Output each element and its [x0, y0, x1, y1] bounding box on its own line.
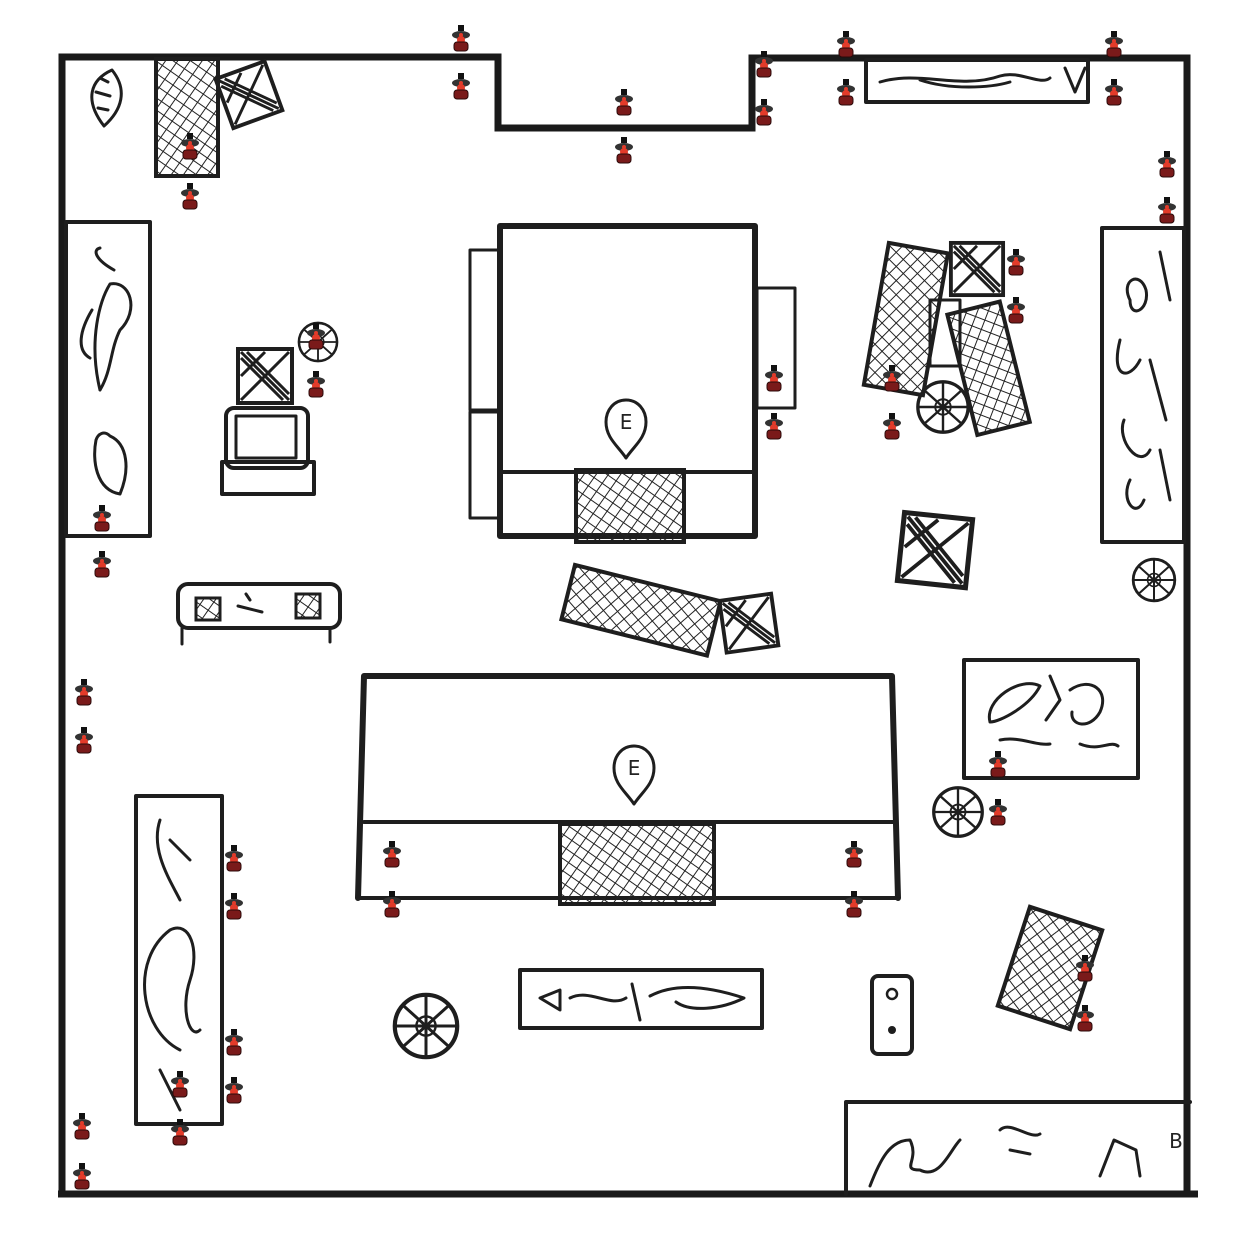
- leaf-decoration: [90, 68, 123, 128]
- lantern-icon: [988, 750, 1008, 778]
- outer-walls: [58, 53, 1198, 1198]
- long-table-top: [864, 58, 1090, 104]
- lantern-icon: [451, 24, 471, 52]
- table-right-mid: [962, 658, 1140, 780]
- lantern-icon: [836, 30, 856, 58]
- lantern-icon: [844, 840, 864, 868]
- center-pallet: [558, 562, 723, 658]
- lantern-icon: [882, 412, 902, 440]
- lantern-icon: [988, 798, 1008, 826]
- lantern-icon: [844, 890, 864, 918]
- lantern-icon: [180, 182, 200, 210]
- entrance-pin-upper[interactable]: E: [604, 398, 648, 460]
- crate-right-mid: [897, 513, 972, 588]
- lantern-icon: [764, 412, 784, 440]
- lantern-icon: [74, 726, 94, 754]
- center-crate: [717, 591, 781, 655]
- lantern-icon: [764, 364, 784, 392]
- lantern-icon: [72, 1162, 92, 1190]
- right-wall-counter: [1100, 226, 1186, 544]
- upper-building: [468, 223, 797, 544]
- barrel-lower-left: [395, 995, 457, 1057]
- crate-top-left: [213, 59, 285, 131]
- lantern-icon: [74, 678, 94, 706]
- lantern-icon: [1104, 78, 1124, 106]
- lantern-icon: [614, 136, 634, 164]
- lantern-icon: [224, 1028, 244, 1056]
- bench-left: [176, 582, 342, 646]
- entrance-pin-lower[interactable]: E: [612, 744, 656, 806]
- right-shelf-cluster: [861, 240, 1033, 438]
- lantern-icon: [170, 1070, 190, 1098]
- entrance-label-lower: E: [628, 756, 641, 780]
- lantern-icon: [224, 1076, 244, 1104]
- entrance-label-upper: E: [620, 410, 633, 434]
- lantern-icon: [306, 322, 326, 350]
- lantern-icon: [836, 78, 856, 106]
- lantern-icon: [72, 1112, 92, 1140]
- lantern-icon: [92, 504, 112, 532]
- lantern-icon: [382, 890, 402, 918]
- lantern-icon: [754, 98, 774, 126]
- crate-stack-left: [220, 349, 316, 496]
- area-letter: B: [1169, 1129, 1183, 1153]
- barrel-right-wall: [1131, 557, 1177, 603]
- lantern-icon: [92, 550, 112, 578]
- barrel-right-lower: [932, 786, 984, 838]
- lantern-icon: [614, 88, 634, 116]
- bottom-right-area: B: [844, 1100, 1192, 1196]
- lantern-icon: [1006, 248, 1026, 276]
- lantern-icon: [224, 892, 244, 920]
- lantern-icon: [306, 370, 326, 398]
- lantern-icon: [1006, 296, 1026, 324]
- lantern-icon: [1157, 196, 1177, 224]
- lantern-icon: [1104, 30, 1124, 58]
- lantern-icon: [224, 844, 244, 872]
- lantern-icon: [451, 72, 471, 100]
- lantern-icon: [382, 840, 402, 868]
- table-lower-center: [518, 968, 764, 1030]
- left-wall-counter: [64, 220, 152, 538]
- lantern-icon: [1157, 150, 1177, 178]
- lower-building: [355, 673, 901, 906]
- small-cabinet: [870, 974, 914, 1056]
